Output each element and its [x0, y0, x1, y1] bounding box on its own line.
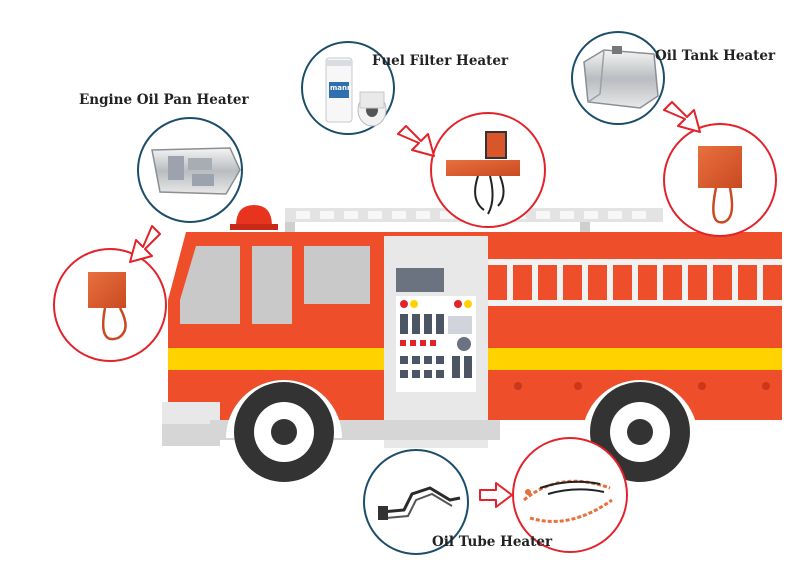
engine-oil-pan-heater-label: Engine Oil Pan Heater [79, 92, 249, 108]
filter-brand-text: mann [330, 84, 352, 92]
oil-tube-heater-label: Oil Tube Heater [432, 534, 553, 550]
rear-wheel [582, 380, 698, 482]
cab-window-middle [252, 246, 292, 324]
yellow-stripe-cab [168, 348, 388, 370]
fuel-filter-heater-label: Fuel Filter Heater [372, 53, 509, 69]
control-panel [384, 236, 488, 448]
engine-oil-pan-product [137, 117, 243, 223]
oil-tube-product [363, 449, 469, 555]
arrow-engine-oil-pan [129, 225, 161, 263]
oil-tank-heater-label: Oil Tank Heater [655, 48, 776, 64]
arrow-oil-tube [479, 482, 513, 508]
arrow-oil-tank [663, 101, 701, 133]
engine-oil-pan-heater [53, 248, 167, 362]
oil-tank-heater [663, 123, 777, 237]
oil-tank-product [571, 31, 665, 125]
siren-light [236, 205, 272, 226]
side-ladder [488, 259, 782, 306]
fuel-filter-product [301, 41, 395, 135]
fire-truck [162, 205, 782, 482]
cab-window-front [180, 246, 240, 324]
fuel-filter-heater [430, 112, 546, 228]
arrow-fuel-filter [397, 125, 435, 157]
front-wheel [226, 380, 342, 482]
oil-tube-heater [512, 437, 628, 553]
cab-window-rear [304, 246, 370, 304]
yellow-stripe-body [488, 348, 782, 370]
